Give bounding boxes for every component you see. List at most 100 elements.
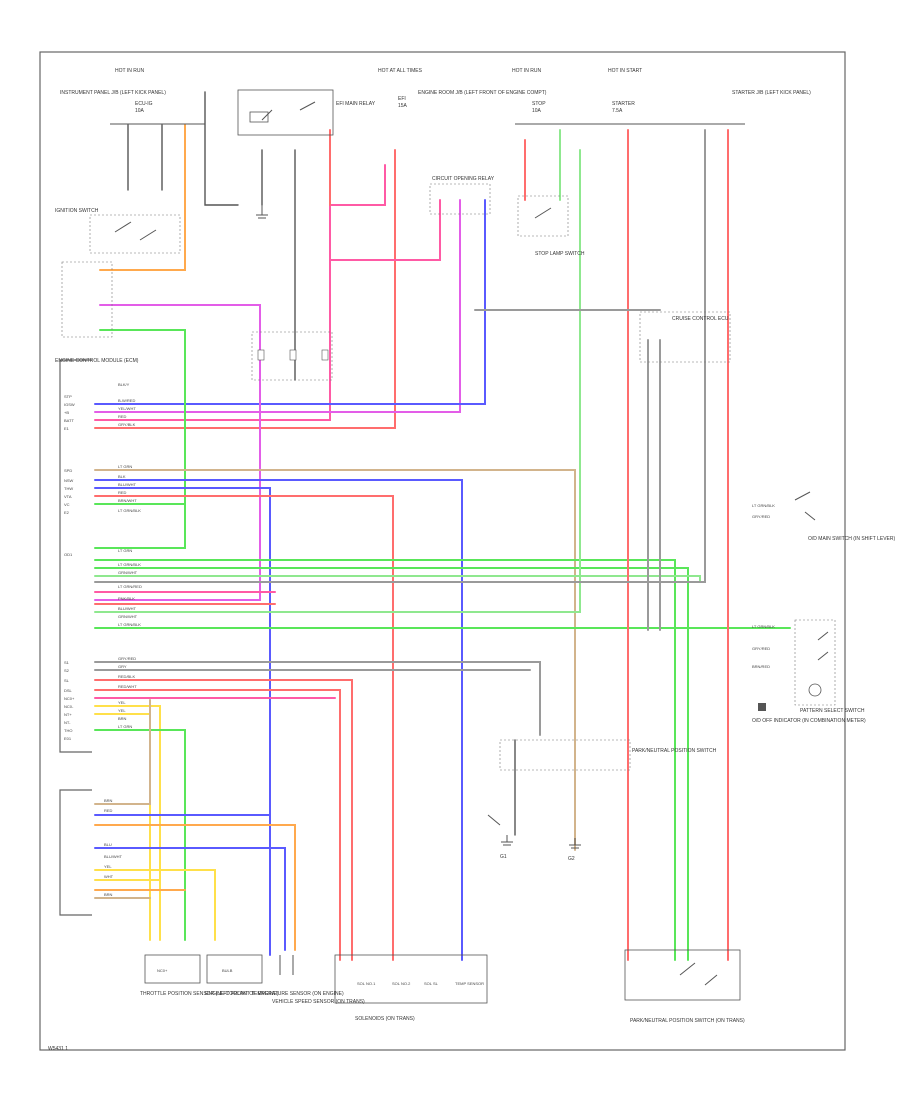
vss-wire-pair (279, 955, 294, 975)
svg-text:BLK/Y: BLK/Y (118, 382, 130, 387)
svg-text:+B: +B (64, 410, 69, 415)
ignition-switch-box (89, 214, 181, 254)
wire-green-a (94, 559, 676, 961)
ect-inner: BULB (222, 968, 233, 973)
fuse-title-4: HOT IN START (608, 68, 642, 74)
sol-3: SOL SL (424, 981, 439, 986)
svg-text:IGSW: IGSW (64, 402, 75, 407)
tps-inner: NC0+ (157, 968, 168, 973)
wire-red-1 (94, 149, 396, 429)
svg-text:LT GRN: LT GRN (118, 724, 132, 729)
wire-color-labels-sensor: GRY/RED GRY RED/BLK RED/WHT YEL YEL BRN … (118, 656, 137, 729)
svg-text:E01: E01 (64, 736, 72, 741)
svg-text:GRY/BLK: GRY/BLK (118, 422, 136, 427)
svg-text:YEL: YEL (118, 700, 126, 705)
fuse-name-2: EFI (398, 96, 406, 102)
svg-text:BRN/WHT: BRN/WHT (118, 498, 137, 503)
pattern-select-switch: LT GRN/BLK GRY/RED BRN/RED PATTERN SELEC… (752, 619, 865, 714)
park-neutral-block: PARK/NEUTRAL POSITION SWITCH G1 G2 (487, 739, 717, 862)
svg-text:BLU/WHT: BLU/WHT (104, 854, 123, 859)
svg-text:DSL: DSL (64, 688, 73, 693)
cruise-ecu-box (639, 311, 731, 363)
top-section: HOT IN RUN ECU-IG 10A HOT AT ALL TIMES E… (55, 68, 811, 257)
ground-g1: G1 (500, 835, 513, 860)
sol-4: TEMP SENSOR (455, 981, 484, 986)
relay-coil (249, 111, 269, 123)
svg-text:NSW: NSW (64, 478, 74, 483)
svg-text:RED: RED (104, 808, 113, 813)
svg-text:BRN: BRN (104, 798, 113, 803)
ect-label: ENGINE COOLANT TEMPERATURE SENSOR (ON EN… (205, 991, 344, 997)
ecm-title: ENGINE CONTROL MODULE (ECM) (55, 358, 139, 364)
fuse-name-3: STOP (532, 101, 546, 107)
od-main-switch: LT GRN/BLK GRY/RED O/D MAIN SWITCH (IN S… (752, 491, 895, 542)
svg-text:BRN: BRN (118, 716, 127, 721)
wire-pink-1 (329, 199, 441, 261)
solenoids-box (334, 954, 488, 1004)
svg-text:RED/BLK: RED/BLK (118, 674, 135, 679)
svg-text:BRN: BRN (104, 892, 113, 897)
svg-text:SL: SL (64, 678, 70, 683)
od-off-indicator-pin (758, 703, 766, 711)
ecm-pin-labels-top: IGSW +B BATT E1 STP (64, 394, 75, 431)
fuse-rating-1: 10A (135, 108, 145, 114)
ecm-connector-top (61, 261, 113, 338)
wire-magenta-2 (94, 304, 261, 601)
wire-yellow-3 (94, 869, 216, 941)
stop-lamp-switch-contact (534, 207, 552, 219)
fuse-title-3: HOT IN RUN (512, 68, 541, 74)
ecm-block: ENGINE CONTROL MODULE (ECM) IGSW +B BATT… (55, 261, 142, 916)
fuse-name-4: STARTER (612, 101, 635, 107)
wire-orange-2 (94, 824, 296, 951)
fuse-title-1: HOT IN RUN (115, 68, 144, 74)
svg-text:BLU: BLU (104, 842, 112, 847)
svg-text:SPD: SPD (64, 468, 72, 473)
bottom-components: NC0+ THROTTLE POSITION SENSOR (LEFT FRON… (140, 949, 745, 1024)
wire-black-3 (204, 91, 239, 206)
svg-text:NC0-: NC0- (64, 704, 74, 709)
svg-text:GRN/WHT: GRN/WHT (118, 614, 138, 619)
park-neutral-label: PARK/NEUTRAL POSITION SWITCH (632, 748, 717, 754)
svg-text:BLU/WHT: BLU/WHT (118, 606, 137, 611)
wire-color-labels-low: LT GRN LT GRN/BLK GRN/WHT LT GRN/RED PNK… (118, 548, 142, 627)
wire-color-labels-mid: LT GRN BLK BLU/WHT RED BRN/WHT LT GRN/BL… (118, 464, 141, 513)
svg-text:GRY/RED: GRY/RED (752, 514, 770, 519)
wire-gray-right (94, 129, 706, 583)
wire-magenta-1 (94, 199, 461, 413)
svg-text:G2: G2 (568, 856, 575, 862)
diagram-frame (39, 51, 846, 1051)
center-conn-pin-3 (321, 349, 329, 361)
sensor-bracket (59, 789, 92, 916)
jb-label-1: INSTRUMENT PANEL J/B (LEFT KICK PANEL) (60, 90, 166, 96)
svg-text:BLU/WHT: BLU/WHT (118, 482, 137, 487)
svg-text:E1: E1 (64, 426, 70, 431)
od-off-indicator-label: O/D OFF INDICATOR (IN COMBINATION METER) (752, 718, 866, 724)
svg-text:BATT: BATT (64, 418, 74, 423)
park-neutral-box (499, 739, 631, 771)
svg-text:B-W/RED: B-W/RED (118, 398, 135, 403)
wire-red-sol-2 (94, 689, 341, 961)
relay-label: EFI MAIN RELAY (336, 101, 376, 107)
svg-text:G1: G1 (500, 854, 507, 860)
wire-red-sol-1 (94, 679, 353, 961)
center-connector-box (251, 331, 333, 381)
svg-text:LT GRN/BLK: LT GRN/BLK (118, 562, 141, 567)
wire-blue-2 (94, 479, 463, 961)
jb-label-3: STARTER J/B (LEFT KICK PANEL) (732, 90, 811, 96)
svg-text:LT GRN/BLK: LT GRN/BLK (752, 503, 775, 508)
svg-text:LT GRN/BLK: LT GRN/BLK (752, 624, 775, 629)
svg-text:THW: THW (64, 486, 73, 491)
wire-tan-2 (94, 699, 151, 805)
svg-text:PNK/BLK: PNK/BLK (118, 596, 135, 601)
svg-text:GRY: GRY (118, 664, 127, 669)
right-side: CRUISE CONTROL ECU LT GRN/BLK GRY/RED O/… (639, 311, 895, 724)
park-switch-contacts (679, 962, 718, 986)
wire-green-low (94, 729, 186, 941)
svg-text:E2: E2 (64, 510, 70, 515)
fuse-rating-3: 10A (532, 108, 542, 114)
svg-text:LT GRN/BLK: LT GRN/BLK (118, 508, 141, 513)
svg-text:YEL: YEL (104, 864, 112, 869)
svg-text:NC0+: NC0+ (64, 696, 75, 701)
circuit-relay-box (429, 183, 491, 215)
fuse-rating-4: 7.5A (612, 108, 623, 114)
